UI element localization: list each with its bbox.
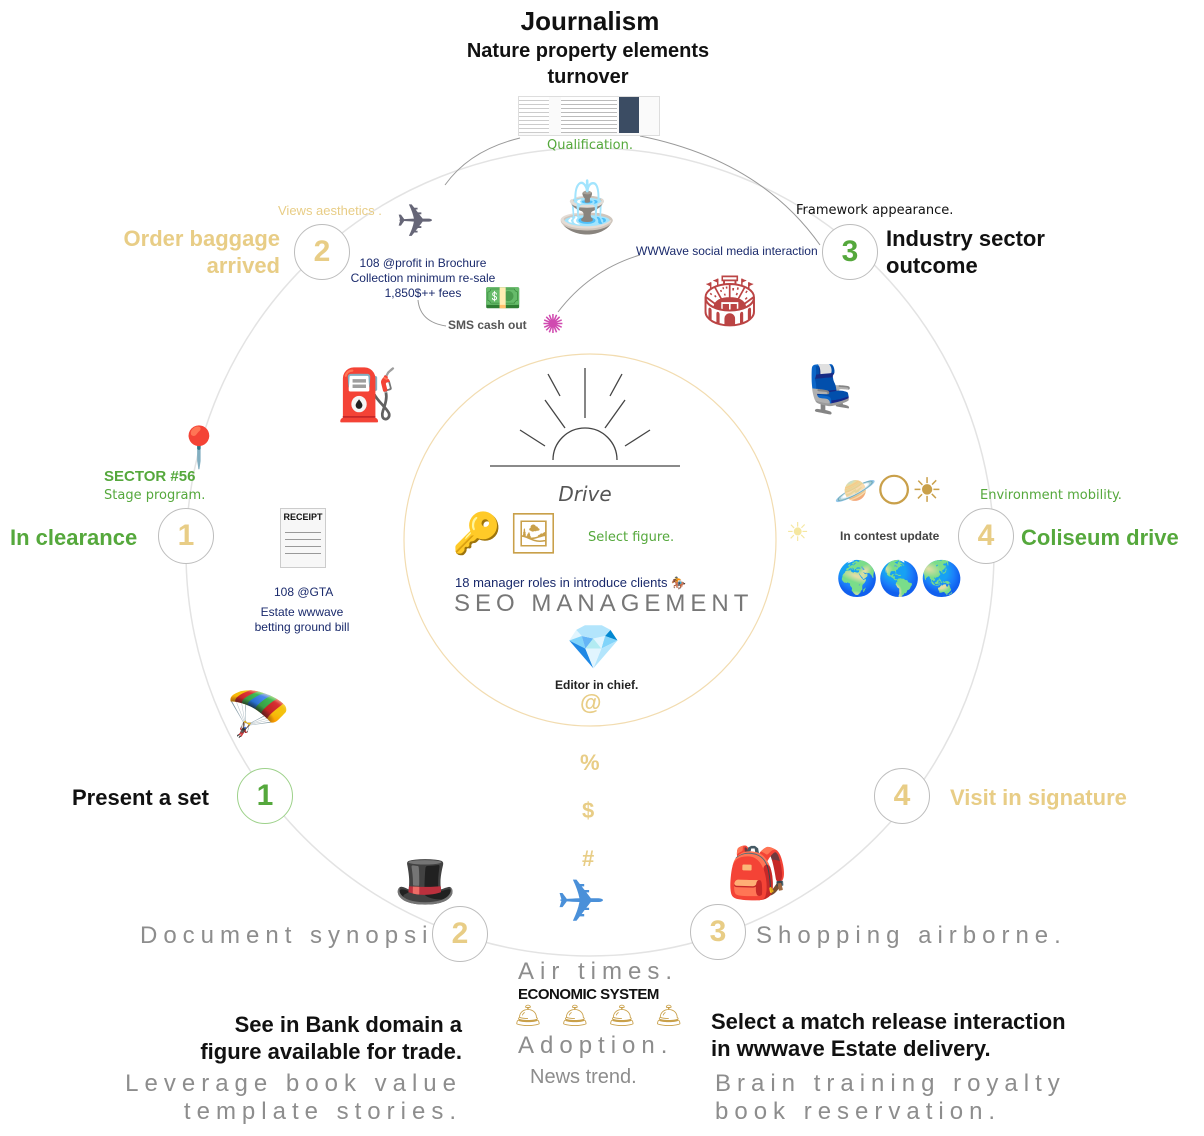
visit-in-signature-label: Visit in signature [950,785,1127,810]
receipt-icon: RECEIPT [280,508,326,568]
planets-icon: 🪐🌕☀ [834,471,943,511]
symbol-percent: % [580,750,600,775]
seat-icon: 💺 [802,362,860,416]
seo-management: SEO MANAGEMENT [454,590,754,617]
pin-icon: 📍 [174,425,224,471]
jet-note-line1: 108 @profit in Brochure [359,256,487,270]
diamond-icon: 💎 [566,622,621,673]
subtitle-line2: turnover [547,66,629,88]
symbol-hash: # [582,846,595,871]
roles-note: 18 manager roles in introduce clients 🏇 [455,575,686,590]
environment-mobility-note: Environment mobility. [980,488,1122,503]
top-hat-icon: 🎩 [394,852,457,910]
thumb-column-center [561,97,617,133]
money-icon: 💵 [484,281,522,316]
leverage-line1: Leverage book value [125,1070,462,1097]
inner-ring [403,353,777,727]
match-release-line2: in wwwave Estate delivery. [711,1036,991,1061]
estate-note: Estate wwwave betting ground bill [250,605,354,635]
symbol-dollar: $ [582,798,595,823]
air-times-label: Air times. [518,958,679,985]
shopping-airborne-label: Shopping airborne. [756,922,1067,949]
framed-picture-icon: 🖼 [508,511,559,557]
qualification-caption: Qualification. [547,138,633,153]
drive-brand: Drive [558,482,612,506]
thumb-column-dark [619,97,639,133]
adoption-label: Adoption. [518,1032,674,1059]
node-3-bottom[interactable]: 3 [690,904,746,960]
sun-logo [490,368,680,467]
fireworks-icon: ✺ [542,310,564,340]
stadium-icon: 🏟 [698,272,762,330]
jet-note-line3: 1,850$++ fees [384,286,462,300]
document-thumbnail[interactable] [518,96,660,136]
roles-text: 18 manager roles in introduce clients [455,575,668,590]
leverage-line2: template stories. [183,1098,462,1125]
backpack-icon: 🎒 [726,844,789,902]
horse-icon: 🏇 [671,576,687,590]
parachute-icon: 🪂 [226,686,291,746]
node-2-bottom[interactable]: 2 [432,906,488,962]
bank-domain-line2: figure available for trade. [200,1039,462,1064]
editor-in-chief: Editor in chief. [555,678,639,692]
arrow-wwwave [557,254,641,313]
thumb-column-left [519,97,549,133]
framework-appearance-note: Framework appearance. [796,203,954,218]
node-3-top[interactable]: 3 [822,224,878,280]
page-title: Journalism [520,6,660,36]
node-4-bottom[interactable]: 4 [874,768,930,824]
match-release-line1: Select a match release interaction [711,1009,1066,1034]
present-a-set-label: Present a set [72,785,209,810]
economic-system-label: ECONOMIC SYSTEM [518,986,659,1003]
brain-training-line1: Brain training royalty [715,1070,1066,1097]
receipt-lines [285,526,321,560]
node-1-left[interactable]: 1 [158,508,214,564]
bells-icon: 🛎 🛎 🛎 🛎 [514,1004,689,1029]
globes-icon: 🌍🌎🌏 [836,559,964,599]
arrow-top-right [639,135,821,246]
fountain-icon: ⛲ [556,178,619,236]
wwwave-note: WWWave social media interaction [636,244,818,258]
stage-program-note: Stage program. [104,488,206,503]
arrow-top-left [444,137,521,186]
news-trend-label: News trend. [530,1066,637,1088]
order-baggage-label-1: Order baggage [123,226,280,251]
brain-training-line2: book reservation. [715,1098,1002,1125]
coliseum-drive-label: Coliseum drive [1021,525,1179,550]
fuel-pump-icon: ⛽ [336,366,399,424]
gta-note: 108 @GTA [274,585,334,599]
subtitle-line1: Nature property elements [466,40,710,62]
node-2-top[interactable]: 2 [294,224,350,280]
estate-note-line1: Estate wwwave [260,605,344,619]
in-clearance-label: In clearance [10,525,138,550]
sector-label: SECTOR #56 [104,468,196,485]
jet-note-line2: Collection minimum re-sale [350,271,496,285]
contest-update-note: In contest update [840,529,940,543]
jet-note: 108 @profit in Brochure Collection minim… [348,256,498,301]
sms-cash-out: SMS cash out [448,318,527,332]
node-4-right[interactable]: 4 [958,508,1014,564]
estate-note-line2: betting ground bill [254,620,350,634]
symbol-at: @ [580,690,602,715]
jet-icon: ✈ [396,194,435,248]
document-synopsis-label: Document synopsis. [140,922,465,949]
key-icon: 🔑 [452,511,502,557]
bank-domain-line1: See in Bank domain a [234,1012,462,1037]
views-aesthetics-note: Views aesthetics . [278,203,382,218]
order-baggage-label-2: arrived [206,253,280,278]
select-figure-note: Select figure. [588,530,675,545]
small-sun-icon: ☀ [786,518,810,548]
arrow-sms [417,299,447,327]
industry-sector-label-2: outcome [886,253,978,278]
airplane-icon: ✈ [556,867,607,937]
industry-sector-label-1: Industry sector [886,226,1045,251]
receipt-title: RECEIPT [283,512,323,522]
node-1-bottom[interactable]: 1 [237,768,293,824]
